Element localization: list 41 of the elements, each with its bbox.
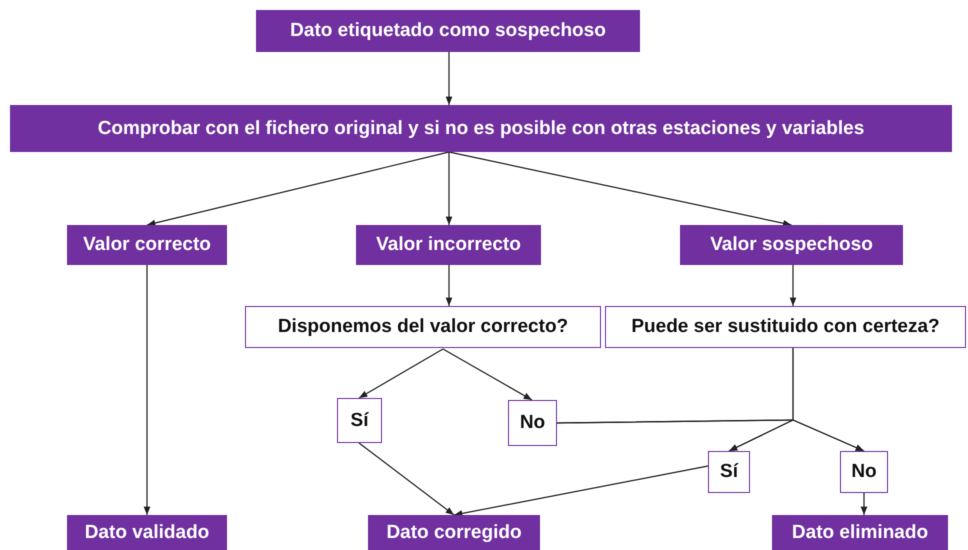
box-label: Dato corregido xyxy=(386,522,522,544)
arrow xyxy=(446,52,452,105)
arrow xyxy=(454,465,708,517)
box-label: Disponemos del valor correcto? xyxy=(278,316,568,338)
process-box xyxy=(772,515,948,550)
box-label: No xyxy=(520,412,546,434)
box-label: Dato etiquetado como sospechoso xyxy=(290,20,606,42)
arrow xyxy=(448,151,792,227)
box-label: Valor sospechoso xyxy=(710,234,873,256)
arrow xyxy=(442,348,532,401)
arrow xyxy=(358,442,454,516)
process-box xyxy=(680,225,903,265)
process-box xyxy=(256,10,640,52)
box-label: Sí xyxy=(350,410,368,432)
arrow xyxy=(358,348,444,399)
arrow xyxy=(446,265,452,306)
box-label: No xyxy=(851,461,877,483)
arrow xyxy=(144,265,150,515)
box-label: Dato eliminado xyxy=(792,522,928,544)
decision-box xyxy=(605,306,966,348)
decision-box xyxy=(337,398,382,443)
arrow xyxy=(790,265,796,306)
arrow xyxy=(860,493,868,515)
process-box xyxy=(67,515,227,550)
arrow xyxy=(446,152,452,225)
arrow xyxy=(557,419,864,452)
process-box xyxy=(368,515,540,550)
process-box xyxy=(10,105,952,152)
box-label: Valor incorrecto xyxy=(376,234,521,256)
decision-box xyxy=(708,451,750,493)
process-box xyxy=(356,225,541,265)
box-label: Comprobar con el fichero original y si no es posible con otras estaciones y variables xyxy=(98,118,864,140)
box-label: Puede ser sustituido con certeza? xyxy=(631,316,940,338)
arrow xyxy=(146,151,450,226)
box-label: Sí xyxy=(720,461,738,483)
decision-box xyxy=(840,451,888,493)
box-label: Valor correcto xyxy=(83,234,211,256)
process-box xyxy=(67,225,227,265)
decision-box xyxy=(245,306,601,348)
box-label: Dato validado xyxy=(84,522,210,544)
decision-box xyxy=(508,400,557,446)
